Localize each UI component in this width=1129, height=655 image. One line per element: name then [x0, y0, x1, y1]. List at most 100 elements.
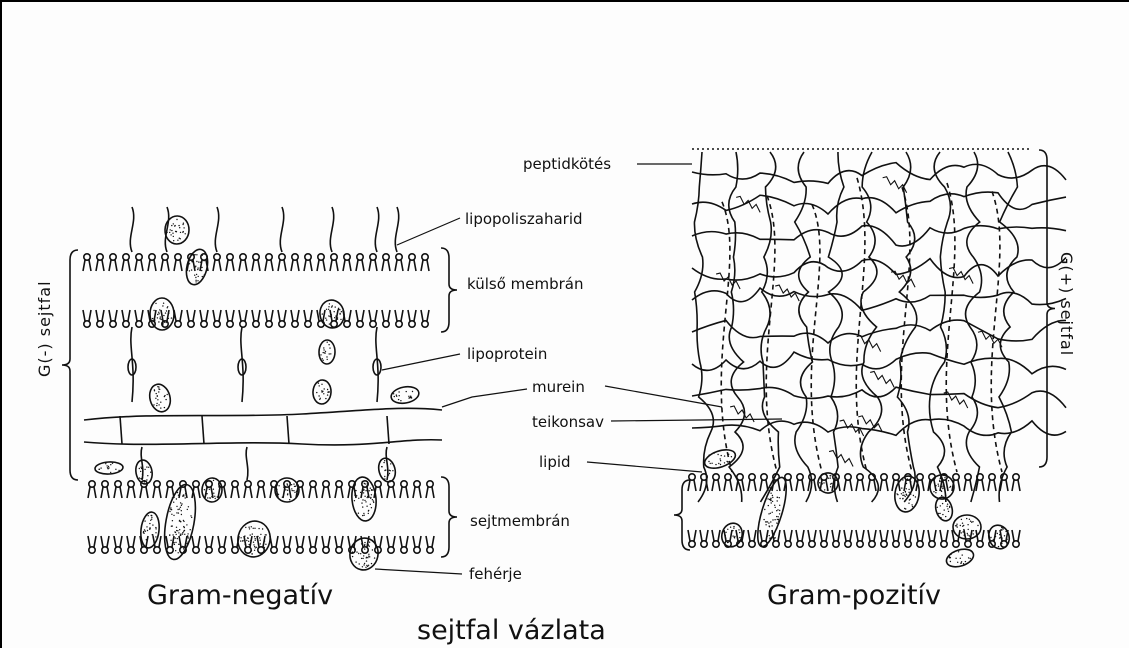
stipple-dot	[766, 491, 767, 492]
stipple-dot	[245, 544, 246, 545]
stipple-dot	[175, 231, 176, 232]
stipple-dot	[358, 498, 359, 499]
stipple-dot	[202, 276, 203, 277]
stipple-dot	[264, 540, 265, 541]
stipple-dot	[993, 539, 994, 540]
stipple-dot	[195, 281, 196, 282]
lipid-head	[214, 254, 220, 260]
stipple-dot	[323, 393, 324, 394]
stipple-dot	[366, 565, 367, 566]
stipple-dot	[327, 359, 328, 360]
stipple-dot	[968, 557, 969, 558]
stipple-dot	[770, 539, 771, 540]
lipid-head	[713, 541, 719, 547]
lipoprotein-strand	[376, 327, 378, 402]
stipple-dot	[183, 227, 184, 228]
stipple-dot	[172, 233, 173, 234]
stipple-dot	[168, 313, 169, 314]
stipple-dot	[209, 498, 210, 499]
stipple-dot	[373, 500, 374, 501]
stipple-dot	[915, 496, 916, 497]
stipple-dot	[178, 495, 179, 496]
lipid-tail	[135, 260, 143, 271]
leader-line	[375, 569, 462, 574]
lipid-head	[869, 541, 875, 547]
stipple-dot	[951, 553, 952, 554]
stipple-dot	[710, 463, 711, 464]
lipid-tail	[252, 260, 260, 271]
stipple-dot	[776, 528, 777, 529]
lipid-tail	[408, 260, 416, 271]
lipid-tail	[205, 536, 213, 547]
stipple-dot	[327, 394, 328, 395]
stipple-dot	[244, 535, 245, 536]
stipple-dot	[157, 396, 158, 397]
stipple-dot	[392, 470, 393, 471]
stipple-dot	[830, 477, 831, 478]
lipid-tail	[283, 536, 291, 547]
stipple-dot	[964, 535, 965, 536]
stipple-dot	[185, 233, 186, 234]
label-murein: murein	[532, 378, 585, 396]
stipple-dot	[763, 519, 764, 520]
stipple-dot	[200, 262, 201, 263]
lipid-tail	[343, 260, 351, 271]
stipple-dot	[362, 499, 363, 500]
stipple-dot	[145, 531, 146, 532]
stipple-dot	[143, 533, 144, 534]
lipid-tail	[844, 480, 852, 491]
stipple-dot	[770, 487, 771, 488]
lipid-tail	[179, 536, 187, 547]
lipid-head	[193, 547, 199, 553]
stipple-dot	[939, 480, 940, 481]
stipple-dot	[290, 482, 291, 483]
stipple-dot	[155, 398, 156, 399]
stipple-dot	[185, 497, 186, 498]
stipple-dot	[370, 488, 371, 489]
stipple-dot	[255, 538, 256, 539]
stipple-dot	[179, 520, 180, 521]
lipid-tail	[322, 487, 330, 498]
stipple-dot	[956, 524, 957, 525]
stipple-dot	[365, 567, 366, 568]
stipple-dot	[251, 550, 252, 551]
lipid-tail	[218, 536, 226, 547]
stipple-dot	[173, 236, 174, 237]
lipid-tail	[161, 310, 169, 321]
stipple-dot	[170, 234, 171, 235]
stipple-dot	[911, 504, 912, 505]
stipple-dot	[291, 484, 292, 485]
stipple-dot	[372, 499, 373, 500]
lipid-tail	[796, 480, 804, 491]
label-lipoprotein: lipoprotein	[467, 345, 547, 363]
stipple-dot	[371, 507, 372, 508]
stipple-dot	[365, 501, 366, 502]
stipple-dot	[945, 500, 946, 501]
stipple-dot	[251, 526, 252, 527]
stipple-dot	[180, 238, 181, 239]
stipple-dot	[183, 547, 184, 548]
stipple-dot	[901, 493, 902, 494]
stipple-dot	[326, 356, 327, 357]
stipple-dot	[819, 482, 820, 483]
stipple-dot	[961, 561, 962, 562]
stipple-dot	[715, 464, 716, 465]
stipple-dot	[777, 509, 778, 510]
stipple-dot	[151, 519, 152, 520]
stipple-dot	[171, 230, 172, 231]
stipple-dot	[941, 495, 942, 496]
lipid-tail	[304, 310, 312, 321]
stipple-dot	[942, 503, 943, 504]
lipid-head	[128, 547, 134, 553]
stipple-dot	[911, 488, 912, 489]
lps-strand	[130, 207, 133, 252]
stipple-dot	[179, 227, 180, 228]
stipple-dot	[162, 322, 163, 323]
stipple-dot	[150, 520, 151, 521]
stipple-dot	[907, 478, 908, 479]
lps-strand	[330, 207, 333, 252]
stipple-dot	[330, 353, 331, 354]
stipple-dot	[160, 316, 161, 317]
lipid-tail	[408, 310, 416, 321]
stipple-dot	[714, 452, 715, 453]
